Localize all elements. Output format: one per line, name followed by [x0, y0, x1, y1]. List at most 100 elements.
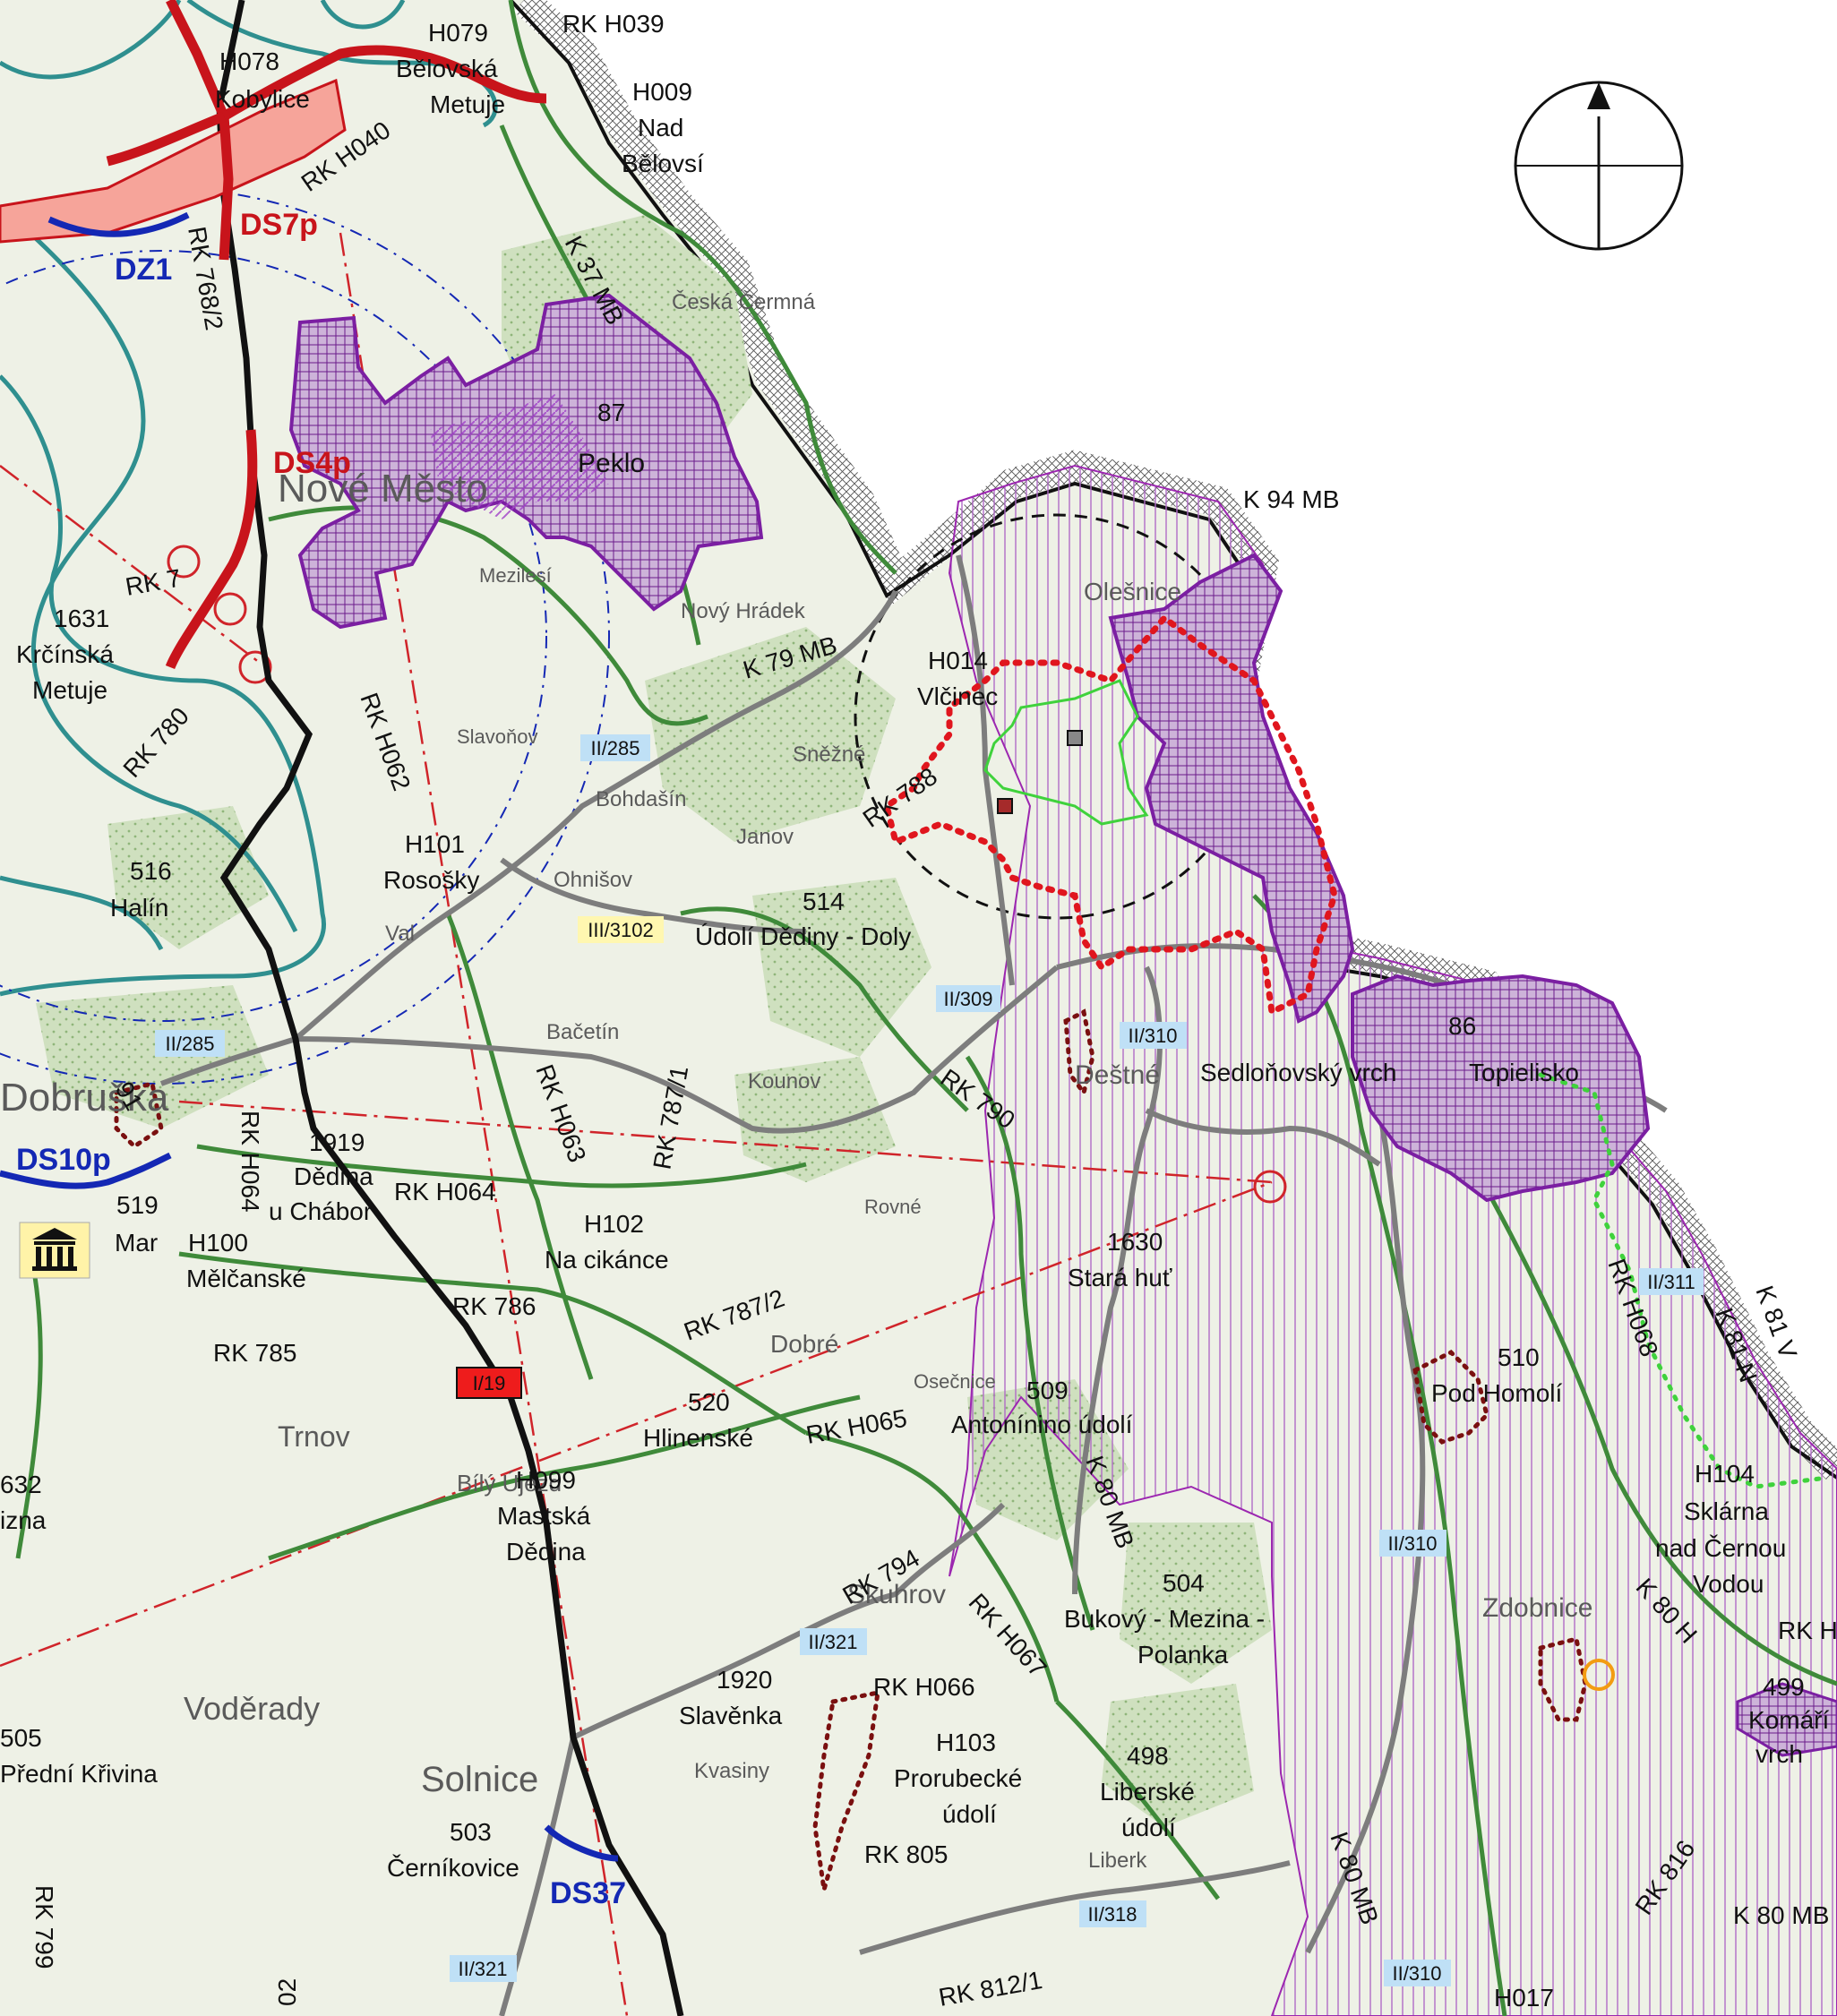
label-stara-hut: Stará huť — [1068, 1264, 1172, 1291]
label-499: 499 — [1763, 1673, 1805, 1701]
label-rk786: RK 786 — [452, 1292, 536, 1320]
road-badge-ii309: II/309 — [936, 985, 1000, 1012]
label-udoli-l: údolí — [1121, 1814, 1176, 1841]
green-trail — [983, 679, 1149, 826]
label-h078: H078 — [219, 47, 279, 75]
town-mezilesi: Mezilesí — [479, 564, 552, 587]
label-k80mb-right: K 80 MB — [1733, 1901, 1829, 1929]
label-1630: 1630 — [1107, 1228, 1163, 1256]
road-badge-i19: I/19 — [456, 1367, 522, 1399]
label-02: 02 — [273, 1978, 301, 2006]
label-izna: izna — [0, 1506, 47, 1534]
label-polanka: Polanka — [1137, 1641, 1229, 1669]
diag-area-reklo — [430, 394, 609, 519]
town-names: Nové Město Dobruška Solnice Voděrady Trn… — [0, 289, 1592, 1873]
label-632: 632 — [0, 1471, 42, 1498]
road-badge-ii310-a: II/310 — [1120, 1022, 1187, 1049]
foreign-territory — [524, 0, 1837, 1469]
label-rk-h066: RK H066 — [873, 1673, 975, 1701]
brown-square-marker — [997, 798, 1013, 814]
svg-text:III/3102: III/3102 — [588, 919, 653, 941]
town-val: Val — [385, 922, 415, 946]
label-519: 519 — [116, 1191, 159, 1219]
svg-text:II/309: II/309 — [943, 988, 992, 1010]
town-ceska-cermna: Česká Čermná — [672, 289, 816, 314]
road-badge-ii285-b: II/285 — [155, 1030, 225, 1057]
label-rk785: RK 785 — [213, 1339, 296, 1367]
protected-area-dotted-red — [883, 613, 1338, 1017]
label-udoli-p: údolí — [942, 1800, 997, 1828]
label-h100: H100 — [188, 1229, 248, 1257]
svg-text:II/310: II/310 — [1128, 1025, 1177, 1047]
svg-text:II/310: II/310 — [1387, 1532, 1437, 1555]
town-bacetin: Bačetín — [546, 1020, 619, 1044]
label-nad: Nad — [638, 114, 683, 142]
svg-text:II/318: II/318 — [1087, 1903, 1137, 1926]
label-505: 505 — [0, 1724, 42, 1752]
svg-text:II/321: II/321 — [808, 1631, 857, 1653]
label-prorubecke: Prorubecké — [894, 1764, 1022, 1792]
label-sklarna: Sklárna — [1684, 1497, 1769, 1525]
road-project-ds7p — [106, 0, 547, 670]
town-olesnice: Olešnice — [1084, 578, 1181, 605]
label-520: 520 — [688, 1388, 730, 1416]
town-zdobnice: Zdobnice — [1482, 1593, 1592, 1623]
label-k94mb: K 94 MB — [1243, 485, 1339, 513]
label-halin: Halín — [110, 894, 168, 922]
label-498: 498 — [1127, 1742, 1169, 1770]
label-1920: 1920 — [717, 1666, 772, 1694]
orange-marker — [1583, 1659, 1615, 1691]
label-bukovy: Bukový - Mezina - — [1064, 1605, 1265, 1633]
salmon-corridor — [0, 78, 347, 244]
road-badge-ii321-a: II/321 — [800, 1628, 867, 1655]
town-janov: Janov — [736, 825, 794, 849]
label-hlinenske: Hlinenské — [643, 1424, 753, 1452]
label-u-chabor: u Chábor — [269, 1197, 372, 1225]
label-melcanske: Mělčanské — [186, 1265, 306, 1292]
label-rk-h064: RK H064 — [394, 1178, 496, 1205]
label-dz1: DZ1 — [115, 253, 172, 287]
svg-text:II/321: II/321 — [458, 1958, 507, 1980]
town-skuhrov: Skuhrov — [847, 1580, 946, 1609]
town-liberk: Liberk — [1088, 1849, 1147, 1873]
label-vrch: vrch — [1755, 1740, 1803, 1768]
natura-area-86 — [1351, 974, 1651, 1203]
label-rk799: RK 799 — [30, 1885, 58, 1969]
road-badge-iii3102: III/3102 — [578, 916, 664, 943]
label-topielisko: Topielisko — [1469, 1059, 1579, 1086]
svg-text:I/19: I/19 — [473, 1372, 506, 1394]
label-mar: Mar — [115, 1229, 158, 1257]
label-rk-h039: RK H039 — [562, 10, 665, 38]
label-na-cikance: Na cikánce — [545, 1246, 669, 1274]
label-514: 514 — [803, 888, 845, 915]
town-ohnisov: Ohnišov — [554, 868, 632, 892]
main-road-i19 — [216, 0, 684, 2016]
town-snezne: Sněžné — [793, 742, 865, 767]
label-dedina: Dědina — [506, 1538, 586, 1566]
svg-text:II/311: II/311 — [1647, 1271, 1695, 1293]
label-1631: 1631 — [54, 605, 109, 632]
label-kobylice: Kobylice — [215, 85, 310, 113]
label-metuje: Metuje — [32, 676, 107, 704]
grey-square-marker — [1067, 730, 1083, 746]
brown-dotted-areas — [114, 1008, 1588, 1891]
label-87: 87 — [597, 399, 625, 426]
road-badge-ii285-a: II/285 — [580, 734, 650, 761]
road-badge-ii311: II/311 — [1639, 1268, 1704, 1295]
label-belovska: Bělovská — [396, 55, 498, 82]
label-mastska: Mastská — [497, 1502, 591, 1530]
label-udoli-dediny: Údolí Dědiny - Doly — [695, 922, 911, 950]
north-arrow-icon — [1514, 81, 1684, 251]
label-krcinska: Krčínská — [16, 640, 114, 668]
svg-text:II/285: II/285 — [590, 737, 640, 759]
label-predni-krivina: Přední Křivina — [0, 1760, 158, 1788]
label-ds4p: DS4p — [273, 446, 351, 480]
road-project-blue — [0, 211, 619, 1862]
label-h102: H102 — [584, 1210, 644, 1238]
teal-buffer-lines — [0, 0, 498, 997]
label-komari: Komáří — [1748, 1706, 1829, 1734]
town-kounov: Kounov — [748, 1069, 820, 1094]
label-1919: 1919 — [309, 1128, 365, 1156]
town-destne: Deštné — [1075, 1060, 1160, 1090]
